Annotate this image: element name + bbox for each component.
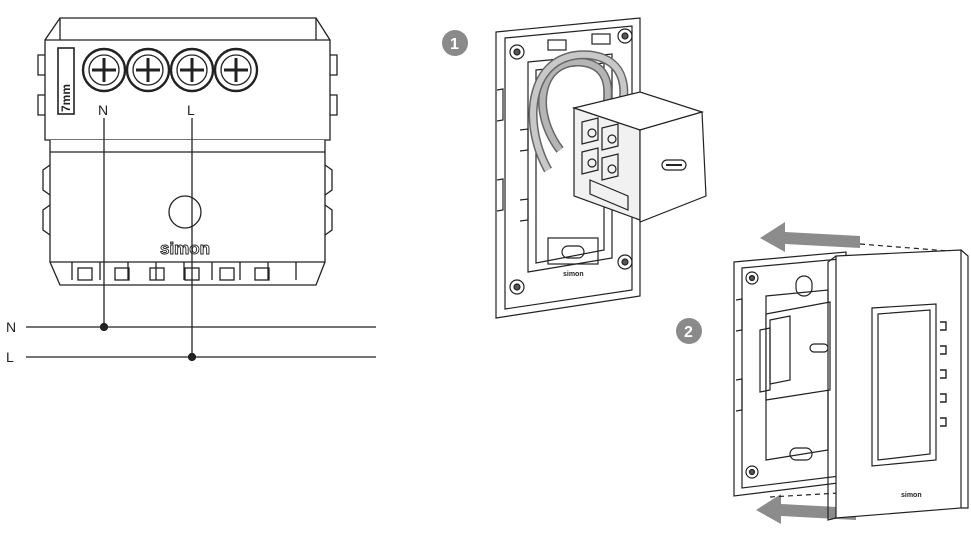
terminal-label-neutral: N xyxy=(98,102,108,118)
switch-module xyxy=(37,17,338,286)
frame-screw-top-left xyxy=(509,44,525,60)
svg-text:1: 1 xyxy=(450,36,459,53)
svg-text:2: 2 xyxy=(684,324,693,341)
neutral-junction xyxy=(99,322,109,332)
live-junction xyxy=(187,352,197,362)
strip-length-label: 7mm xyxy=(59,84,73,112)
terminal-screw-1 xyxy=(81,47,127,93)
rocker-marks xyxy=(940,321,947,427)
terminal-screws xyxy=(81,47,259,93)
indicator-slot xyxy=(661,159,687,171)
frame-screw-bottom-left xyxy=(509,279,525,295)
push-arrow-top xyxy=(760,222,860,252)
switch-mechanism xyxy=(571,91,707,223)
terminal-label-live: L xyxy=(187,102,195,118)
frame-brand-logo: simon xyxy=(563,271,584,278)
line-label-live: L xyxy=(6,349,14,365)
step-2-badge: 2 xyxy=(676,318,702,344)
terminal-screw-4 xyxy=(213,47,259,93)
cover-brand-logo: simon xyxy=(901,492,922,499)
terminal-screw-2 xyxy=(125,47,171,93)
step-1-badge: 1 xyxy=(442,30,468,56)
center-hole xyxy=(168,195,202,229)
strip-length-gauge xyxy=(57,47,75,115)
cover-plate xyxy=(835,249,962,519)
frame-screw-top-right xyxy=(617,28,633,44)
frame-screw-bottom-right xyxy=(617,254,633,270)
frame2-screw-bottom-left xyxy=(745,465,759,479)
switch-rocker xyxy=(871,303,937,467)
push-arrow-bottom xyxy=(756,494,856,524)
wiring-diagram xyxy=(26,17,376,362)
module-brand-logo: simon xyxy=(160,239,210,258)
step-1-illustration xyxy=(495,17,707,319)
step-2-illustration xyxy=(733,243,969,521)
frame2-screw-top-left xyxy=(745,271,759,285)
terminal-screw-3 xyxy=(169,47,215,93)
line-label-neutral: N xyxy=(6,319,16,335)
